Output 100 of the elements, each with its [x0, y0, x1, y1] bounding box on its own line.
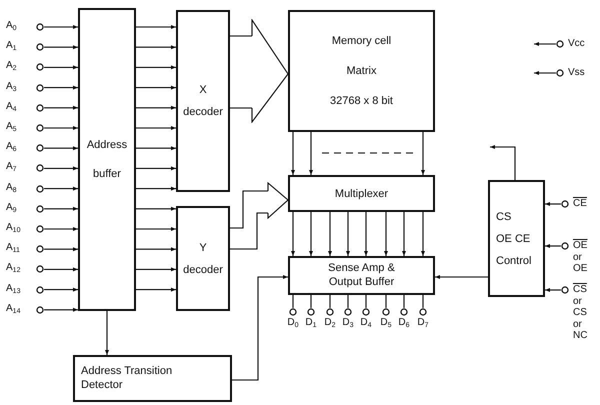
arrow: [44, 247, 78, 252]
connector-line: [310, 295, 312, 308]
pin-label: A$_{6}$: [6, 141, 17, 153]
pin-label: A$_{14}$: [6, 302, 20, 314]
arrow: [490, 145, 516, 180]
pin-label: A$_{3}$: [6, 80, 17, 92]
arrow: [136, 106, 176, 110]
block-label: Sense Amp & Output Buffer: [327, 262, 396, 289]
arrow: [136, 247, 176, 252]
arrow: [105, 311, 109, 355]
arrow: [328, 212, 332, 256]
arrow: [346, 212, 350, 256]
arrow: [384, 212, 388, 256]
arrow: [309, 132, 313, 175]
arrow: [44, 25, 78, 29]
block-box: [288, 256, 435, 295]
arrow: [136, 25, 176, 29]
pin-label: A$_{12}$: [6, 262, 20, 274]
block-label: 32768 x 8 bit: [330, 95, 393, 107]
arrow: [136, 65, 176, 70]
connector-line: [347, 295, 349, 308]
block-box: [176, 10, 230, 192]
pin-label: A$_{13}$: [6, 282, 20, 294]
block-label: Address Transition Detector: [81, 364, 174, 392]
pin-label: A$_{1}$: [6, 40, 17, 52]
block-box: [288, 10, 435, 132]
pin-label: CS: [573, 284, 588, 296]
pin-label: D$_{7}$: [416, 317, 430, 328]
arrow: [545, 288, 561, 292]
pin-label: D$_{2}$: [323, 317, 337, 328]
pin-label: or: [573, 296, 583, 307]
arrow: [136, 186, 176, 191]
arrow: [545, 202, 561, 206]
pin-label: D$_{0}$: [286, 317, 300, 328]
pin-label: D$_{4}$: [359, 317, 373, 328]
pin-label: D$_{3}$: [341, 317, 355, 328]
block-label: CS: [496, 210, 512, 222]
arrow: [545, 244, 561, 248]
pin-label: or: [573, 318, 583, 330]
arrow: [136, 206, 176, 211]
arrow: [136, 146, 176, 150]
arrow: [44, 45, 78, 50]
pin-label: D$_{6}$: [397, 317, 411, 328]
arrow: [44, 106, 78, 110]
arrow: [309, 212, 313, 256]
arrow: [44, 267, 78, 272]
arrow: [136, 166, 176, 170]
block-label: X decoder: [183, 83, 223, 120]
block-label: OE CE: [496, 232, 530, 244]
arrow: [44, 65, 78, 70]
block-label: Multiplexer: [334, 188, 388, 200]
connector-line: [403, 295, 405, 308]
pin-label: A$_{11}$: [6, 242, 20, 254]
arrow: [136, 227, 176, 231]
connector-line: [292, 295, 294, 308]
pin-label: A$_{2}$: [6, 60, 17, 72]
arrow: [534, 42, 556, 46]
arrow: [136, 126, 176, 130]
pin-label: OE: [573, 263, 588, 274]
arrow: [421, 212, 425, 256]
arrow: [44, 206, 78, 211]
block-label: Memory cell: [332, 35, 392, 47]
block-box: [488, 180, 545, 297]
arrow: [136, 288, 176, 292]
pin-label: A$_{0}$: [6, 20, 17, 32]
arrow: [402, 212, 406, 256]
pin-label: D$_{1}$: [304, 317, 318, 328]
arrow: [44, 166, 78, 170]
connector-line: [329, 295, 331, 308]
arrow: [136, 267, 176, 272]
pin-label: OE: [573, 240, 588, 252]
arrow: [534, 71, 556, 75]
pin-label: A$_{7}$: [6, 161, 17, 173]
arrow: [435, 275, 488, 279]
arrow: [44, 86, 78, 90]
arrow: [44, 146, 78, 150]
connector-line: [365, 295, 367, 308]
pin-label: A$_{8}$: [6, 182, 17, 194]
pin-label: A$_{10}$: [6, 222, 20, 234]
arrow: [44, 288, 78, 292]
pin-label: A$_{5}$: [6, 121, 17, 132]
pin-label: Vss: [568, 67, 585, 78]
block-label: Control: [496, 254, 532, 266]
connector-line: [385, 295, 387, 308]
pin-label: Vcc: [568, 38, 585, 50]
block-box: [78, 8, 136, 311]
arrow: [44, 186, 78, 191]
pin-label: CS: [573, 307, 588, 318]
pin-label: or: [573, 252, 583, 263]
arrow: [44, 227, 78, 231]
pin-label: NC: [573, 330, 588, 342]
arrow: [44, 308, 78, 312]
arrow: [232, 275, 288, 381]
block-label: Y decoder: [183, 240, 223, 278]
pin-label: CE: [573, 198, 587, 210]
pin-label: D$_{5}$: [379, 317, 393, 328]
block-label: Matrix: [346, 65, 376, 77]
pin-label: A$_{9}$: [6, 202, 17, 214]
block-box: [288, 175, 435, 212]
arrow: [291, 132, 295, 175]
